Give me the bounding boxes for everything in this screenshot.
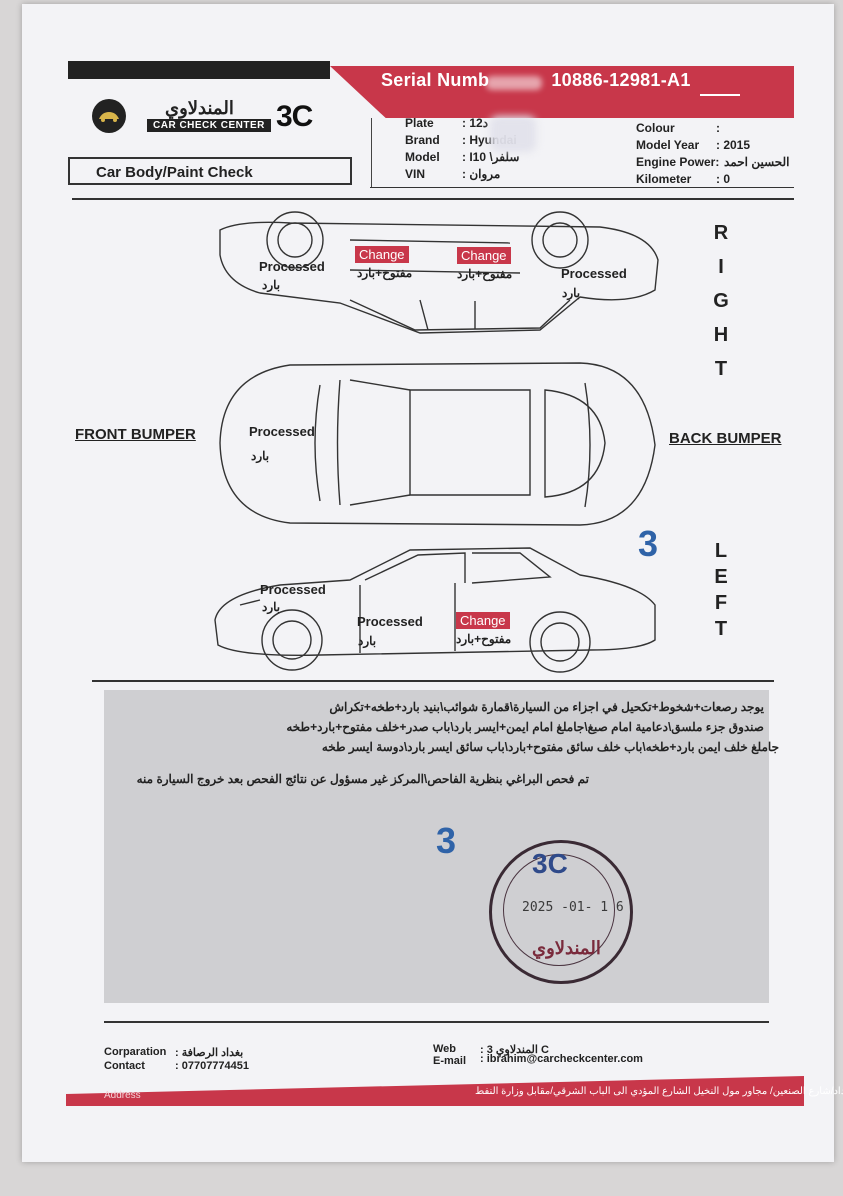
- model-value: : I10 \سلفر: [462, 150, 520, 164]
- model-label: Model: [405, 150, 440, 164]
- redaction-blur-2: [490, 116, 536, 152]
- model-year-label: Model Year: [636, 138, 700, 152]
- note-line: جاملغ خلف ايمن بارد+طخه\باب خلف سائق مفت…: [321, 740, 779, 754]
- plate-value: : د12: [462, 116, 489, 130]
- stamp-inner: [503, 854, 615, 966]
- notes-box: [104, 690, 769, 1003]
- left-letter: F: [714, 592, 728, 614]
- right-letter: G: [713, 290, 729, 312]
- logo-car-icon: [92, 99, 126, 133]
- colour-value: :: [716, 121, 720, 135]
- web-value: : 3 المندلاوي C: [480, 1044, 549, 1056]
- logo-3c: 3C: [276, 100, 313, 133]
- note-line: تم فحص البراغي بنظرية الفاحص\المركز غير …: [136, 772, 589, 786]
- engine-value: الحسين احمد: [724, 155, 790, 169]
- address-label: Address: [104, 1090, 141, 1101]
- cold-label: بارد: [251, 449, 270, 463]
- logo-arabic: المندلاوي: [165, 98, 234, 118]
- right-label: R I G H T: [711, 222, 731, 380]
- colour-label: Colour: [636, 121, 675, 135]
- cold-label: بارد: [262, 600, 281, 614]
- cold-label: بارد: [262, 278, 281, 292]
- serial-value: 10886-12981-A1: [551, 70, 691, 90]
- engine-label: Engine Power:: [636, 155, 720, 169]
- note-line: يوجد رصعات+شخوط+تكحيل في اجزاء من السيار…: [329, 700, 764, 714]
- header-dark-bar: [68, 61, 330, 79]
- redaction-blur: [486, 76, 542, 90]
- back-bumper-label: BACK BUMPER: [669, 430, 782, 447]
- stamp-brand: 3C: [532, 848, 568, 879]
- processed-label: Processed: [357, 614, 423, 629]
- vin-label: VIN: [405, 167, 426, 181]
- open-cold-label: مفتوح+بارد: [457, 267, 513, 281]
- change-badge: Change: [456, 612, 510, 629]
- kilometer-value: : 0: [716, 172, 731, 186]
- email-value: : ibrahim@carcheckcenter.com: [480, 1053, 643, 1065]
- info-divider: [371, 118, 372, 188]
- stamp-name: المندلاوي: [532, 938, 601, 958]
- corporation-label: Corparation: [104, 1046, 167, 1058]
- left-letter: E: [714, 566, 728, 588]
- plate-label: Plate: [405, 116, 434, 130]
- change-badge: Change: [457, 247, 511, 264]
- change-badge: Change: [355, 246, 409, 263]
- email-label: E-mail: [433, 1055, 467, 1067]
- address-value: بغداد/شارع الصنعين/ مجاور مول النخيل الش…: [475, 1086, 843, 1097]
- right-letter: I: [718, 256, 724, 278]
- contact-value: : 07707774451: [175, 1060, 250, 1072]
- mark-3: 3: [638, 523, 659, 564]
- right-letter: T: [714, 358, 728, 380]
- contact-label: Contact: [104, 1060, 145, 1072]
- left-label: L E F T: [711, 540, 731, 640]
- cold-label: بارد: [358, 634, 377, 648]
- car-diagram: [214, 211, 659, 673]
- note-line: صندوق جزء ملسق\دعامية امام صبغ\جاملغ اما…: [286, 720, 764, 734]
- serial-underline: [700, 94, 740, 96]
- left-letter: T: [714, 618, 728, 640]
- web-label: Web: [433, 1043, 457, 1055]
- kilometer-label: Kilometer: [636, 172, 692, 186]
- corporation-value: : بغداد الرصافة: [175, 1047, 244, 1059]
- model-year-value: : 2015: [716, 138, 751, 152]
- open-cold-label: مفتوح+بارد: [456, 632, 512, 646]
- footer-rule: [104, 1021, 769, 1023]
- stamp-outer: [489, 840, 633, 984]
- processed-label: Processed: [561, 266, 627, 281]
- serial-number: Serial Numb 10886-12981-A1: [381, 70, 691, 91]
- notes-mark-3: 3: [436, 820, 457, 861]
- vin-value: : مروان: [462, 167, 501, 181]
- logo-english: CAR CHECK CENTER: [147, 119, 271, 132]
- diagram-rule: [92, 680, 774, 682]
- right-letter: R: [713, 222, 729, 244]
- front-bumper-label: FRONT BUMPER: [75, 426, 196, 443]
- processed-label: Processed: [260, 582, 326, 597]
- section-title: Car Body/Paint Check: [68, 157, 352, 185]
- header-red-bar: [330, 66, 794, 118]
- brand-label: Brand: [405, 133, 440, 147]
- cold-label: بارد: [562, 286, 581, 300]
- processed-label: Processed: [249, 424, 315, 439]
- open-cold-label: مفتوح+بارد: [357, 266, 413, 280]
- right-letter: H: [713, 324, 729, 346]
- left-letter: L: [714, 540, 728, 562]
- stamp-date: 2025 -01- 1 6: [522, 900, 624, 915]
- processed-label: Processed: [259, 259, 325, 274]
- header-rule-short: [370, 187, 794, 188]
- header-rule: [72, 198, 794, 200]
- serial-label: Serial Numb: [381, 70, 490, 90]
